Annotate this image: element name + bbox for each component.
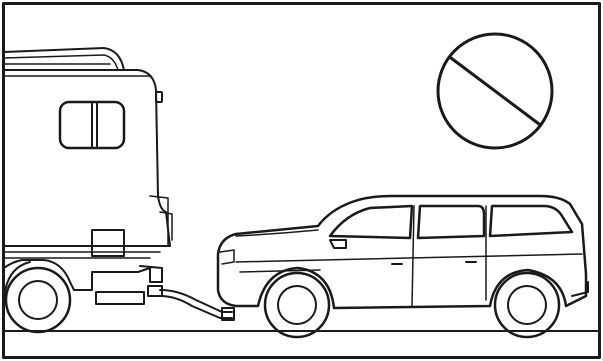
tow-bar-base bbox=[96, 292, 144, 304]
motorhome-body bbox=[4, 70, 170, 246]
suv-middle-window bbox=[418, 206, 484, 238]
marker-light bbox=[156, 92, 162, 102]
motorhome bbox=[4, 48, 172, 332]
suv bbox=[218, 196, 588, 337]
suv-rear-window bbox=[490, 206, 572, 236]
suv-body bbox=[218, 196, 586, 308]
tow-hitch bbox=[148, 286, 162, 296]
suv-rear-wheel bbox=[495, 273, 559, 337]
side-mirror bbox=[330, 240, 346, 248]
no-sign-icon bbox=[438, 34, 552, 148]
suv-front-window bbox=[330, 206, 412, 238]
motorhome-roof bbox=[4, 48, 124, 70]
figure-border bbox=[4, 4, 600, 358]
tow-bar bbox=[160, 290, 234, 320]
motorhome-wheel bbox=[4, 262, 70, 332]
suv-front-wheel bbox=[265, 273, 329, 337]
